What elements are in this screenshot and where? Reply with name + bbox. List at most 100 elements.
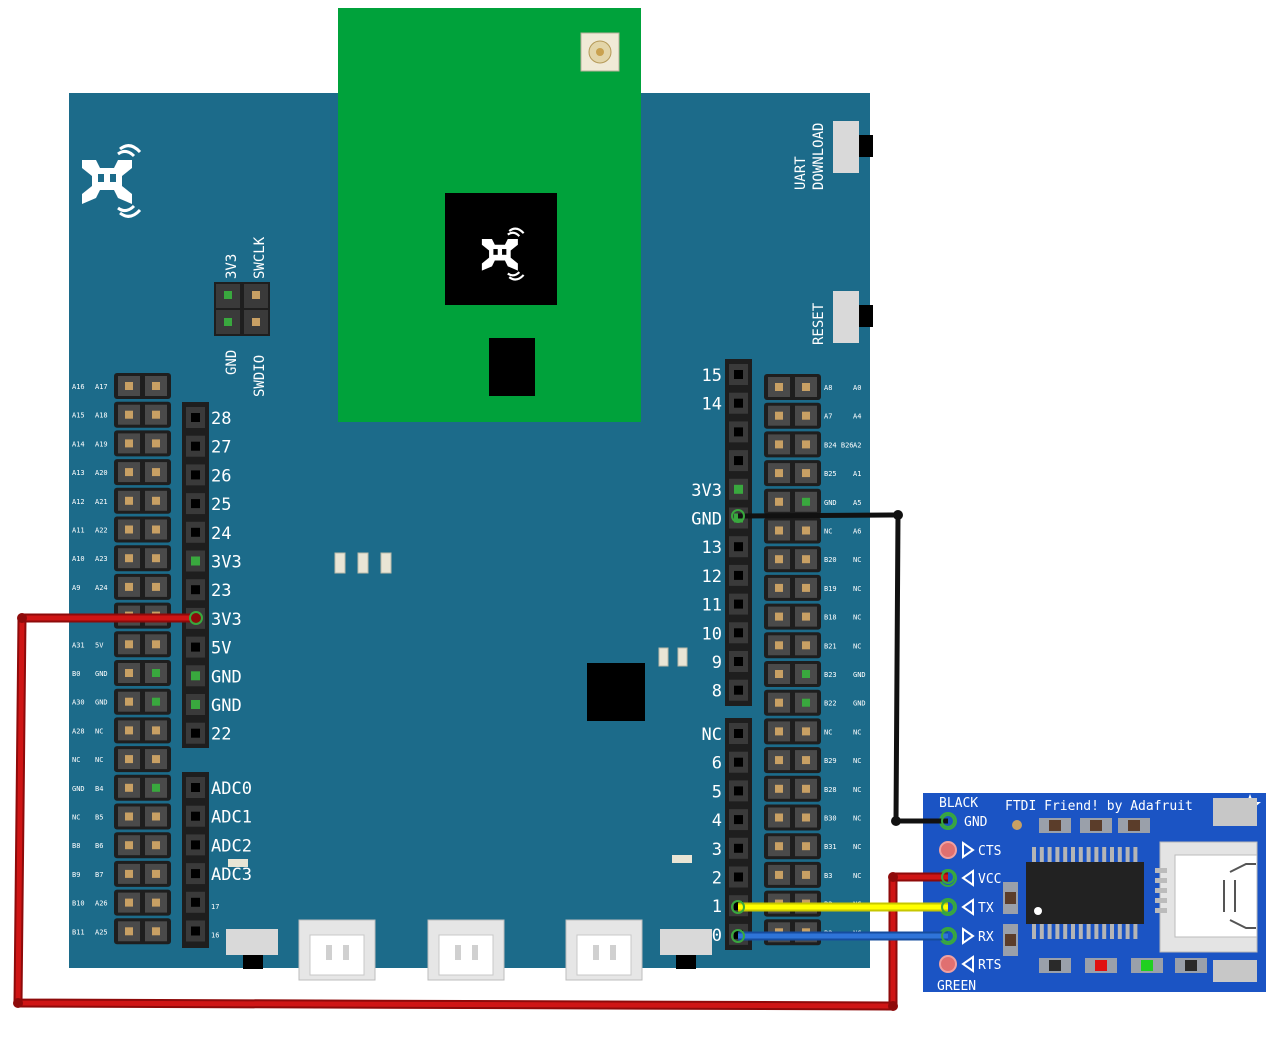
left-arduino-label: 26 [211, 466, 231, 486]
left-arduino-label: GND [211, 696, 242, 716]
realtek-crab-icon [82, 144, 142, 218]
uart-label: UART [793, 156, 809, 190]
left-arduino-label: 24 [211, 524, 231, 544]
left-pin-label: A15 [72, 412, 85, 420]
wifi-module [338, 8, 641, 422]
ftdi-pin-label: RX [978, 930, 994, 945]
adc-label: 16 [211, 932, 219, 940]
left-pin-label: GND [95, 699, 108, 707]
left-pin-label: A20 [95, 469, 108, 477]
right-arduino-label: 13 [702, 538, 722, 558]
left-pin-label: B11 [72, 928, 85, 936]
left-pin-label: A19 [95, 440, 108, 448]
left-arduino-label: 25 [211, 495, 231, 515]
left-pin-label: B5 [95, 814, 103, 822]
left-pin-label: A23 [95, 555, 108, 563]
download-label: DOWNLOAD [811, 123, 827, 190]
left-pin-label: A30 [72, 699, 85, 707]
left-pin-label: A28 [72, 727, 85, 735]
left-arduino-label: GND [211, 667, 242, 687]
left-pin-label: B9 [72, 871, 80, 879]
right-pin-label: B25 [824, 470, 837, 478]
left-pin-label: GND [72, 785, 85, 793]
right-arduino-label: 12 [702, 567, 722, 587]
right-pin-label: A8 [824, 384, 832, 392]
ftdi-title: FTDI Friend! by Adafruit [1005, 799, 1193, 814]
left-pin-label: B6 [95, 842, 103, 850]
right-pin-label: A1 [853, 470, 861, 478]
right-pin-label: B23 [824, 671, 837, 679]
usb-connector-2[interactable] [427, 919, 505, 981]
right-pin-label: NC [853, 815, 861, 823]
usb-connector-3[interactable] [565, 919, 643, 981]
right-arduino-label: 6 [712, 754, 722, 774]
left-pin-label: B7 [95, 871, 103, 879]
right-pin-label: A6 [853, 528, 861, 536]
right-pin-label: NC [853, 728, 861, 736]
left-pin-label: NC [95, 756, 103, 764]
mini-usb-connector[interactable] [1155, 798, 1258, 982]
left-pin-label: A16 [72, 383, 85, 391]
reset-button[interactable]: RESET [811, 291, 873, 345]
swclk-label: SWCLK [252, 236, 268, 279]
right-pin-label: GND [824, 499, 837, 507]
green-label: GREEN [937, 979, 976, 994]
right-pin-label: A4 [853, 413, 861, 421]
wires [13, 509, 955, 1011]
usb-connector-1[interactable] [298, 919, 376, 981]
right-pin-label: B30 [824, 815, 837, 823]
right-arduino-label: 15 [702, 366, 722, 386]
left-arduino-label: 22 [211, 725, 231, 745]
side-switch[interactable] [660, 929, 712, 955]
ic-chip [587, 663, 645, 721]
adc-label: 17 [211, 903, 219, 911]
adc-label: ADC0 [211, 779, 252, 799]
right-arduino-label: 0 [712, 926, 722, 946]
right-arduino-label: 10 [702, 624, 722, 644]
right-pin-label: NC [853, 556, 861, 564]
right-pin-label: NC [853, 872, 861, 880]
ftdi-pin-label: RTS [978, 958, 1001, 973]
right-arduino-label: 5 [712, 782, 722, 802]
right-pin-label: B19 [824, 585, 837, 593]
left-pin-label: A22 [95, 527, 108, 535]
left-pin-label: 5V [95, 641, 104, 649]
right-pin-label: GND [853, 700, 866, 708]
arrow-right-icon [962, 841, 975, 859]
left-arduino-label: 5V [211, 639, 231, 659]
right-pin-label: A5 [853, 499, 861, 507]
right-pin-label: B29 [824, 757, 837, 765]
right-pin-label: B31 [824, 843, 837, 851]
left-pin-label: A31 [72, 641, 85, 649]
black-wire-gnd[interactable] [737, 512, 948, 824]
right-pin-label: B28 [824, 786, 837, 794]
swd-3v3-label: 3V3 [224, 254, 240, 279]
right-arduino-label: 3V3 [691, 481, 722, 501]
left-pin-label: NC [72, 756, 80, 764]
ftdi-pin-rts[interactable] [939, 955, 957, 973]
arrow-left-icon [961, 869, 974, 887]
power-switch[interactable] [226, 929, 278, 955]
right-pin-label: NC [853, 642, 861, 650]
right-arduino-label: 1 [712, 897, 722, 917]
left-pin-label: A21 [95, 498, 108, 506]
left-pin-label: NC [95, 727, 103, 735]
adc-label: ADC3 [211, 865, 252, 885]
left-pin-label: A13 [72, 469, 85, 477]
left-pin-label: A11 [72, 527, 85, 535]
module-crystal [489, 338, 535, 396]
ftdi-pin-cts[interactable] [939, 841, 957, 859]
right-arduino-label: NC [702, 725, 722, 745]
swdio-label: SWDIO [252, 355, 268, 397]
right-pin-label: NC [853, 614, 861, 622]
arrow-right-icon [962, 927, 975, 945]
uart-download-button[interactable]: UART DOWNLOAD [793, 121, 873, 190]
left-arduino-label: 23 [211, 581, 231, 601]
right-pin-label: GND [853, 671, 866, 679]
left-pin-label: NC [72, 814, 80, 822]
realtek-crab-icon [481, 227, 525, 281]
swd-gnd-label: GND [224, 350, 240, 375]
right-pin-label: NC [824, 728, 832, 736]
right-pin-label: B24 B26 [824, 441, 854, 449]
